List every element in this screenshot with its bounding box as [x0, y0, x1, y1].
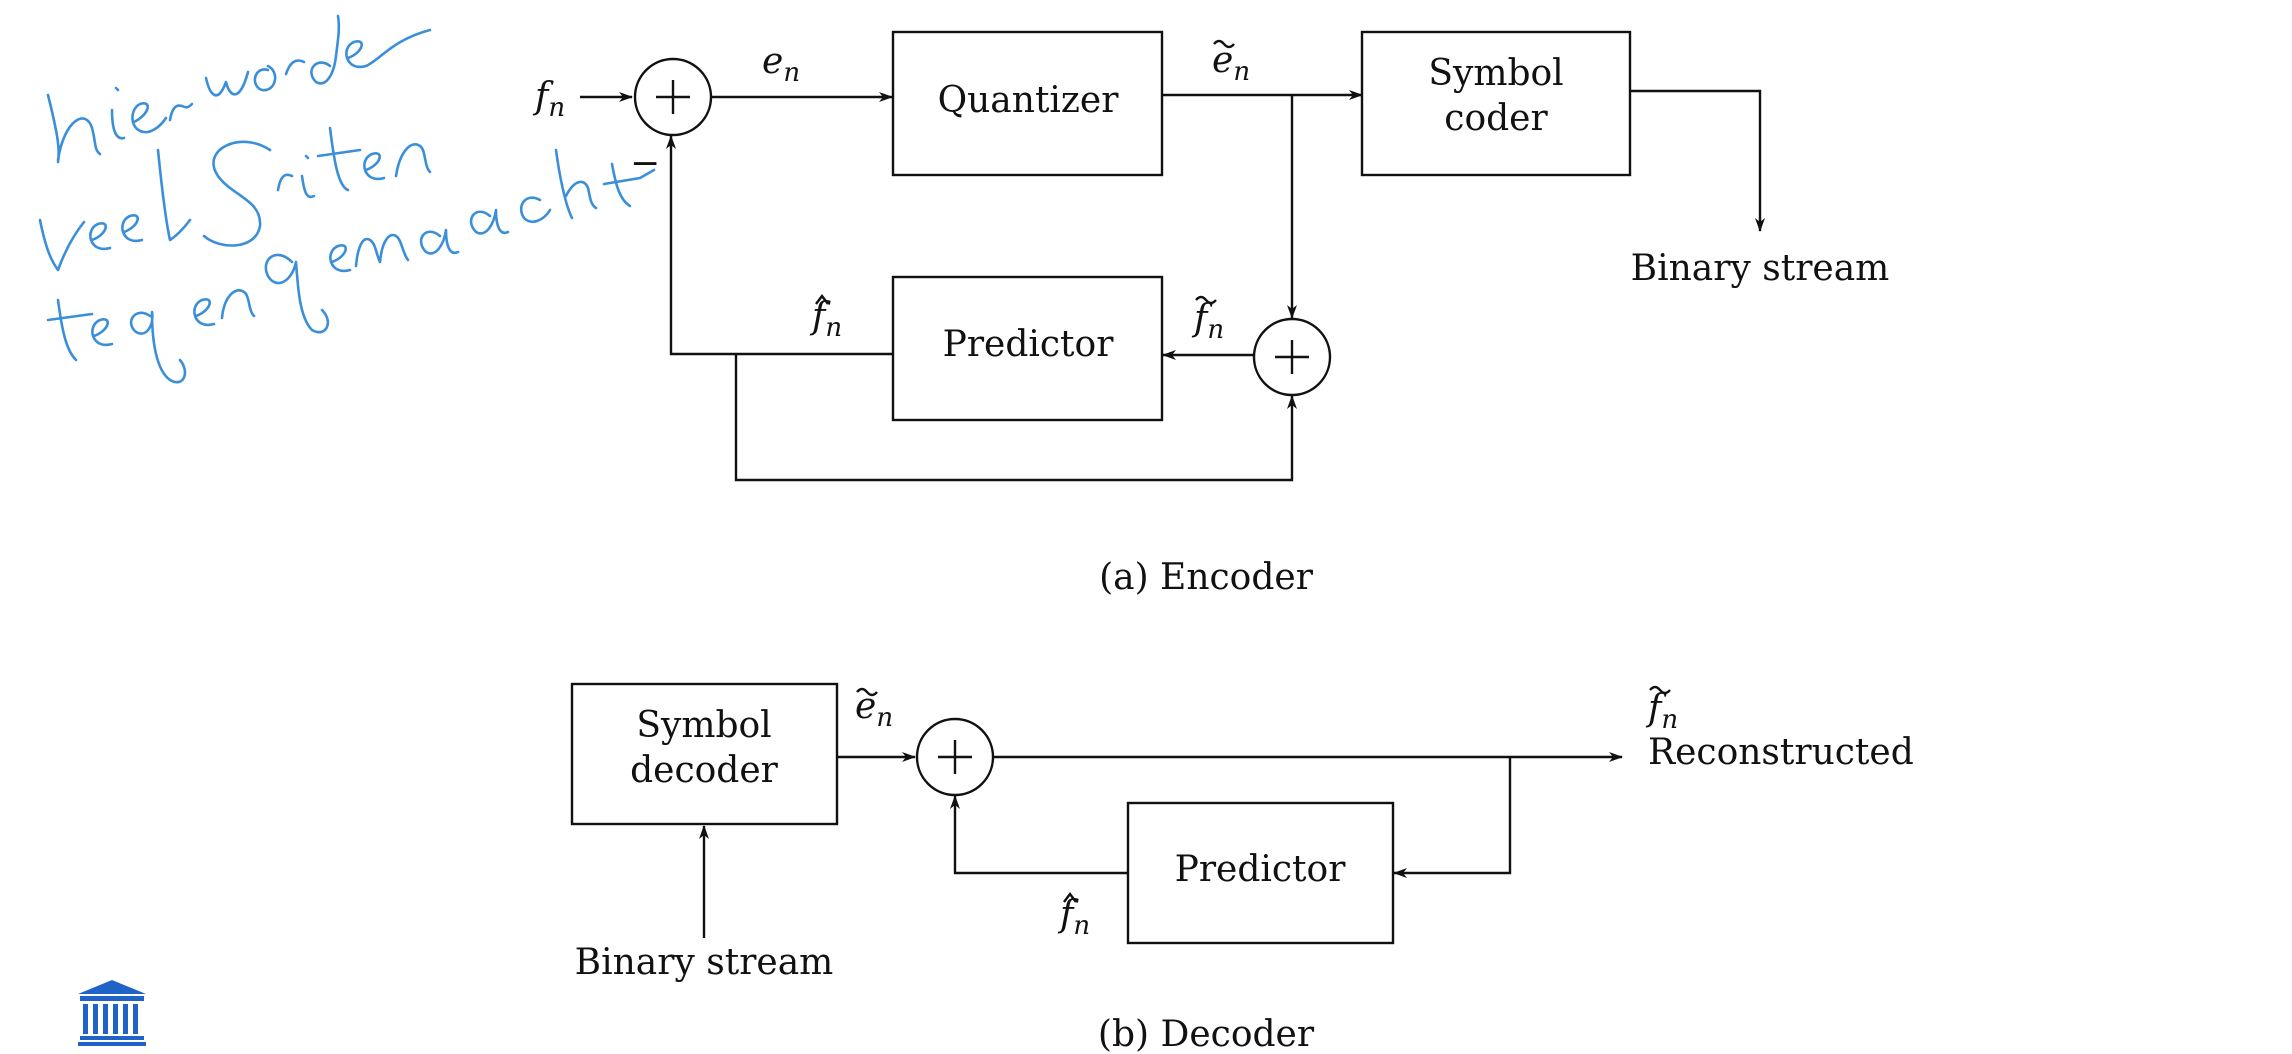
decoder-prediction-hat: [1063, 892, 1077, 903]
encoder-diagram: fn − en Quantizer en Symbol coder Binary: [532, 30, 1890, 598]
encoder-recon-sum-junction: [1252, 317, 1332, 397]
encoder-quantized-tilde: [1213, 39, 1235, 49]
decoder-input-label: Binary stream: [575, 942, 834, 983]
encoder-minus-sign: −: [630, 143, 660, 184]
encoder-feedback-arrow: [666, 135, 893, 356]
encoder-quantized-label: en: [1212, 40, 1250, 87]
decoder-diagram: Symbol decoder Binary stream en fn Recon…: [570, 682, 1914, 1054]
encoder-output-arrow: [1630, 89, 1765, 232]
decoder-output-tilde: [1649, 685, 1671, 695]
symbol-coder-label-2: coder: [1444, 98, 1548, 139]
handwritten-note: [38, 14, 656, 384]
decoder-sum-junction: [915, 717, 995, 797]
encoder-predictor-label: Predictor: [943, 324, 1115, 365]
encoder-prediction-label: fn: [809, 296, 842, 343]
decoder-predictor-box: [1126, 801, 1395, 945]
symbol-coder-label-1: Symbol: [1428, 53, 1563, 94]
decoder-output-symbol: fn: [1645, 688, 1678, 735]
decoder-quantized-label: en: [855, 686, 893, 733]
encoder-predictor-box: [891, 275, 1164, 422]
encoder-recon-label: fn: [1191, 298, 1224, 345]
decoder-output-label: Reconstructed: [1648, 732, 1914, 773]
encoder-input-label: fn: [532, 76, 565, 123]
encoder-prediction-hat: [815, 294, 829, 305]
institution-logo-icon: [78, 980, 146, 1046]
decoder-quantized-tilde: [856, 687, 878, 697]
encoder-loop-arrow: [734, 354, 1297, 482]
symbol-decoder-box: [570, 682, 839, 826]
encoder-error-label: en: [762, 41, 800, 88]
encoder-output-label: Binary stream: [1631, 248, 1890, 289]
quantizer-label: Quantizer: [938, 80, 1120, 121]
encoder-recon-tilde: [1195, 295, 1217, 305]
quantizer-box: [891, 30, 1164, 177]
decoder-predictor-label: Predictor: [1175, 849, 1347, 890]
decoder-feedback-arrow: [950, 795, 1128, 875]
encoder-caption: (a) Encoder: [1099, 557, 1314, 598]
symbol-decoder-label-2: decoder: [630, 750, 779, 791]
symbol-decoder-label-1: Symbol: [636, 705, 771, 746]
encoder-sum-junction: [633, 57, 713, 137]
decoder-caption: (b) Decoder: [1098, 1014, 1315, 1054]
symbol-coder-box: [1360, 30, 1632, 177]
decoder-prediction-label: fn: [1057, 894, 1090, 941]
decoder-branch-arrow: [1393, 757, 1512, 878]
